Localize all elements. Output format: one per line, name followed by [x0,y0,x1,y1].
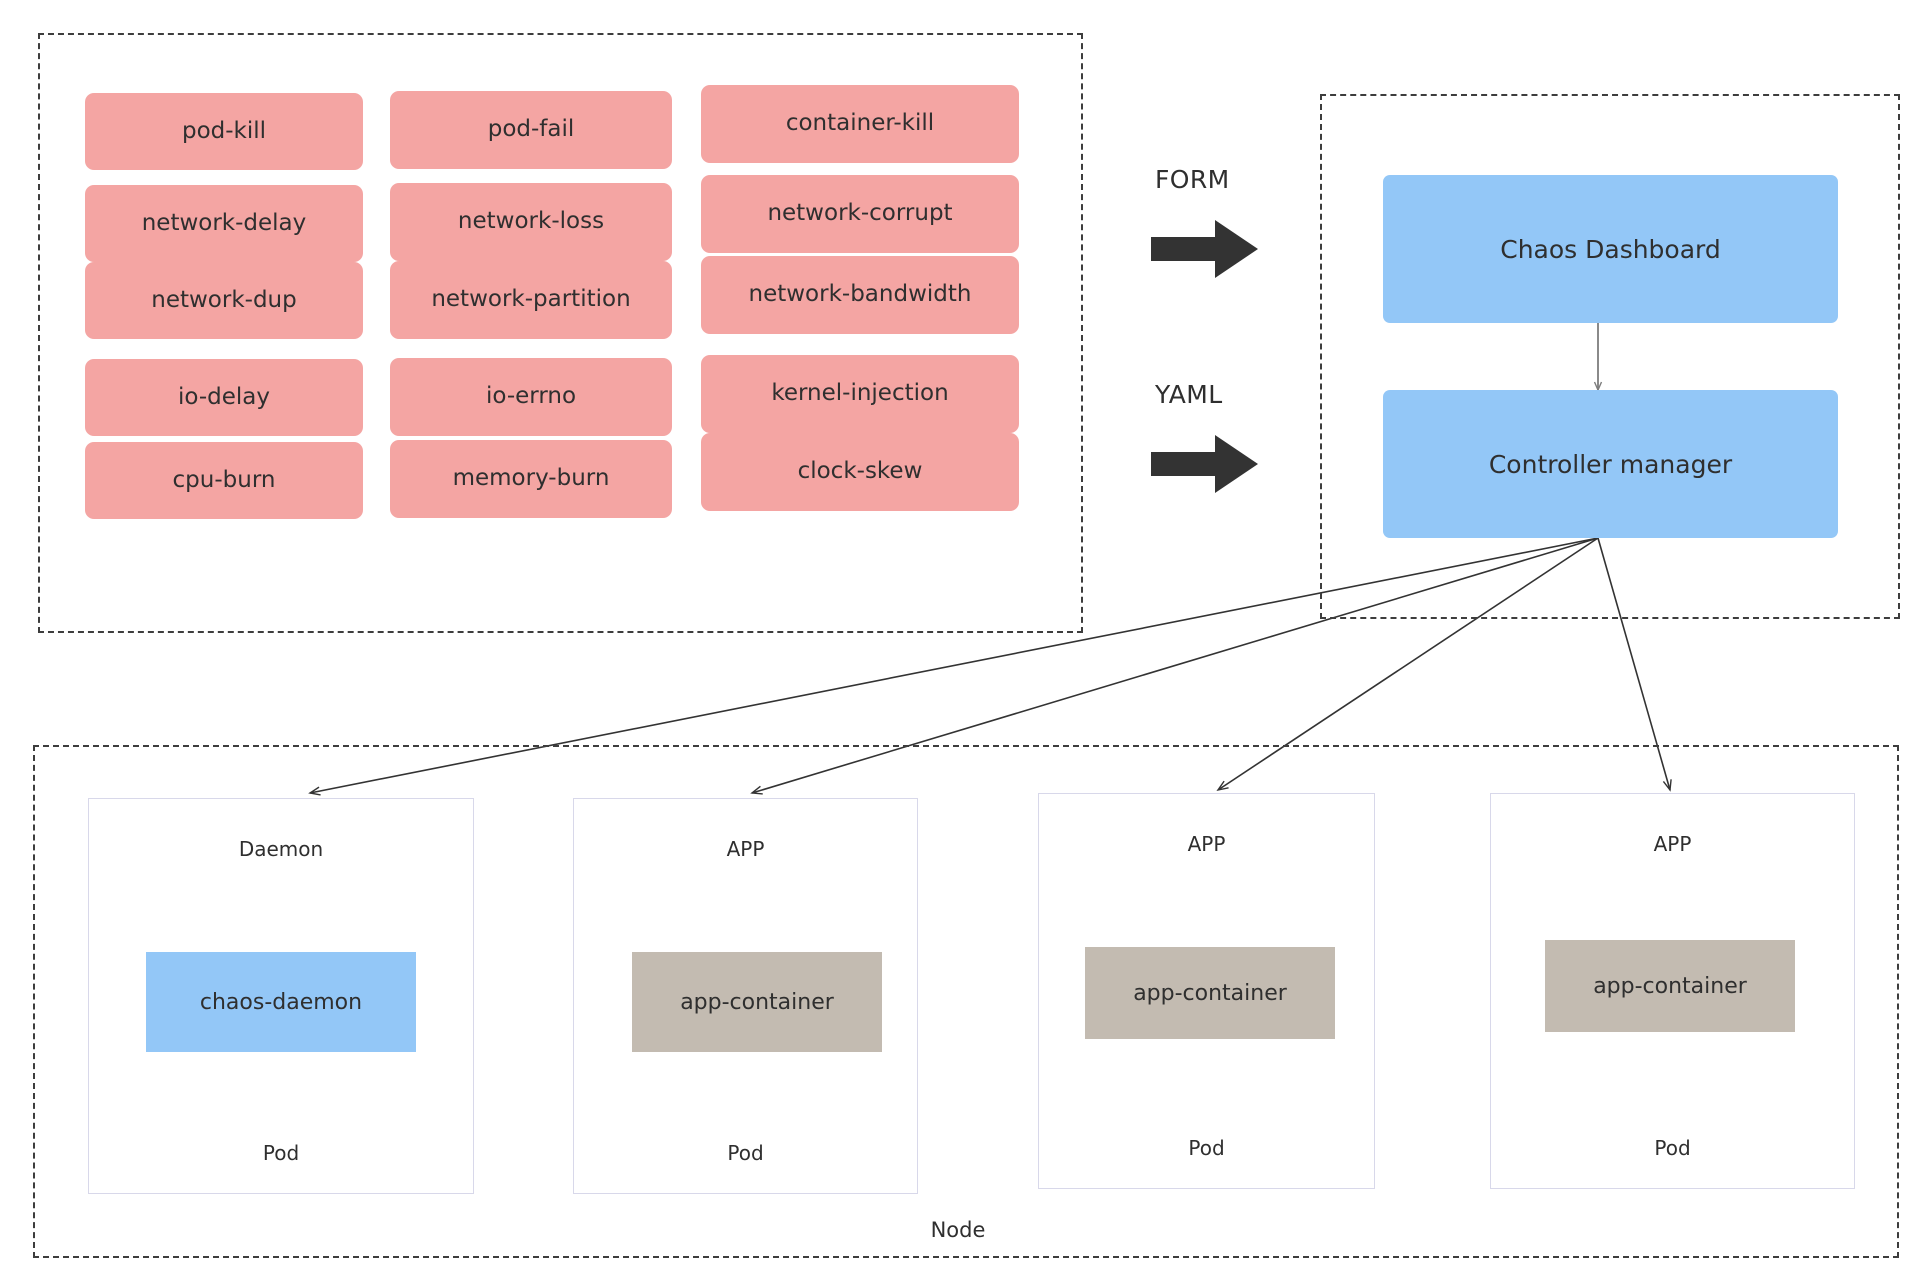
chaos-type-label: network-loss [457,208,605,235]
chaos-type-pod-kill[interactable]: pod-kill [85,93,363,170]
chaos-type-network-partition[interactable]: network-partition [390,261,672,339]
chaos-type-network-delay[interactable]: network-delay [85,185,363,262]
chaos-type-cpu-burn[interactable]: cpu-burn [85,442,363,519]
chaos-types-panel [38,33,1083,633]
pod-footer-label: Pod [1188,1136,1225,1160]
container-app-container-4[interactable]: app-container [1545,940,1795,1032]
right-arrow-icon-yaml [1151,433,1259,495]
chaos-type-label: pod-fail [487,116,575,143]
chaos-type-label: network-dup [151,286,297,313]
right-arrow-icon-form [1151,218,1259,280]
chaos-type-container-kill[interactable]: container-kill [701,85,1019,163]
chaos-type-label: network-partition [431,286,631,313]
chaos-type-io-delay[interactable]: io-delay [85,359,363,436]
chaos-type-label: network-delay [141,209,307,236]
chaos-type-label: cpu-burn [172,466,276,493]
pod-footer-label: Pod [1654,1136,1691,1160]
container-app-container-3[interactable]: app-container [1085,947,1335,1039]
pod-title: APP [1187,832,1226,856]
pod-footer-label: Pod [727,1141,764,1165]
pod-title: APP [1653,832,1692,856]
chaos-type-memory-burn[interactable]: memory-burn [390,440,672,518]
container-label: app-container [680,989,834,1015]
chaos-type-label: network-corrupt [767,200,953,227]
chaos-type-label: clock-skew [797,458,923,485]
flow-label-form: FORM [1155,165,1230,194]
chaos-type-network-corrupt[interactable]: network-corrupt [701,175,1019,253]
node-controller-manager-label: Controller manager [1488,449,1733,479]
chaos-type-label: network-bandwidth [748,281,972,308]
chaos-type-label: container-kill [785,110,935,137]
container-app-container-2[interactable]: app-container [632,952,882,1052]
container-label: app-container [1133,980,1287,1006]
container-label: chaos-daemon [199,989,363,1015]
chaos-type-label: io-delay [177,383,271,410]
node-chaos-dashboard[interactable]: Chaos Dashboard [1383,175,1838,323]
chaos-types-grid: pod-kill pod-fail container-kill network-de… [38,33,1083,633]
node-panel-label: Node [930,1218,986,1242]
node-chaos-dashboard-label: Chaos Dashboard [1500,234,1721,264]
pod-title: APP [726,837,765,861]
chaos-type-network-bandwidth[interactable]: network-bandwidth [701,256,1019,334]
flow-label-yaml: YAML [1155,380,1223,409]
control-plane-panel [1320,94,1900,619]
chaos-type-io-errno[interactable]: io-errno [390,358,672,436]
pod-title: Daemon [238,837,324,861]
pod-footer-label: Pod [262,1141,300,1165]
container-label: app-container [1593,973,1747,999]
chaos-type-label: pod-kill [181,117,267,144]
node-controller-manager[interactable]: Controller manager [1383,390,1838,538]
chaos-type-kernel-injection[interactable]: kernel-injection [701,355,1019,433]
chaos-type-network-loss[interactable]: network-loss [390,183,672,261]
container-chaos-daemon-1[interactable]: chaos-daemon [146,952,416,1052]
chaos-type-label: io-errno [485,383,577,410]
chaos-type-label: memory-burn [452,465,610,492]
node-panel [33,745,1899,1258]
chaos-type-label: kernel-injection [771,380,949,407]
chaos-type-network-dup[interactable]: network-dup [85,262,363,339]
chaos-type-clock-skew[interactable]: clock-skew [701,433,1019,511]
chaos-type-pod-fail[interactable]: pod-fail [390,91,672,169]
